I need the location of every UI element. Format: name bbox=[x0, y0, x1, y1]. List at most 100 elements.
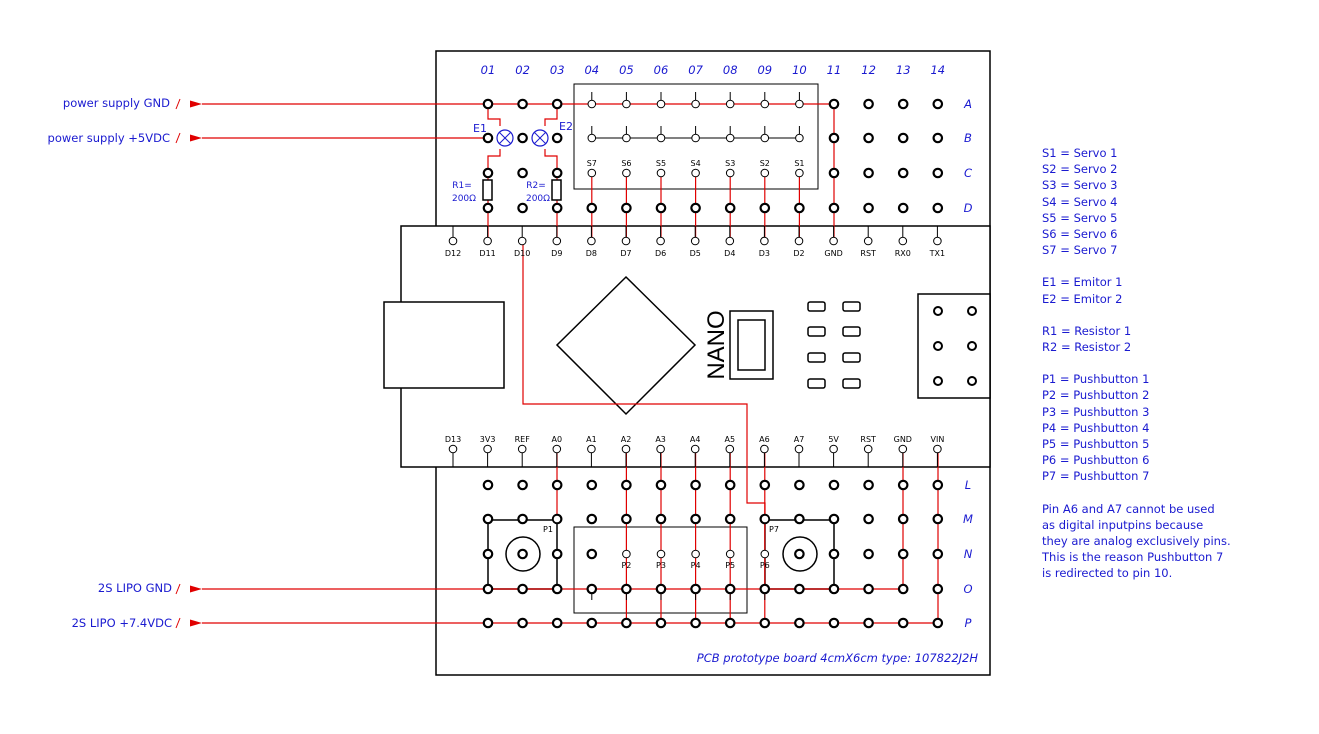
nano-bottom-pin-label: A1 bbox=[586, 435, 597, 444]
legend-pushbuttons: P1 = Pushbutton 1 P2 = Pushbutton 2 P3 =… bbox=[1042, 371, 1231, 484]
column-label: 10 bbox=[792, 63, 807, 77]
board-hole bbox=[863, 202, 874, 214]
board-hole bbox=[828, 479, 840, 491]
pushbutton-label: P5 bbox=[725, 561, 735, 570]
board-hole bbox=[897, 617, 909, 629]
row-label: B bbox=[964, 131, 972, 145]
nano-top-pin-label: D2 bbox=[793, 249, 804, 258]
board-hole bbox=[517, 617, 528, 629]
legend-item: S4 = Servo 4 bbox=[1042, 194, 1118, 209]
board-hole bbox=[897, 548, 909, 560]
servo-label: S6 bbox=[621, 159, 631, 168]
header-pin bbox=[691, 99, 700, 109]
nano-pin bbox=[725, 444, 735, 454]
board-hole bbox=[551, 583, 563, 595]
nano-top-pin-label: D12 bbox=[445, 249, 461, 258]
icsp-pin bbox=[933, 341, 943, 351]
board-hole bbox=[551, 98, 563, 110]
board-hole bbox=[482, 167, 494, 179]
board-hole bbox=[759, 479, 771, 491]
nano-pin bbox=[552, 236, 562, 246]
header-pin bbox=[587, 133, 597, 143]
nano-pin bbox=[517, 236, 527, 246]
nano-bottom-pin-label: A7 bbox=[794, 435, 805, 444]
board-caption: PCB prototype board 4cmX6cm type: 107822… bbox=[697, 651, 979, 665]
header-pin bbox=[725, 168, 735, 178]
nano-pin bbox=[863, 236, 873, 246]
legend-item: P6 = Pushbutton 6 bbox=[1042, 453, 1150, 468]
board-hole bbox=[655, 583, 667, 595]
board-hole bbox=[655, 202, 667, 214]
board-hole bbox=[724, 513, 736, 525]
header-pin bbox=[656, 549, 666, 559]
board-hole bbox=[897, 479, 909, 491]
board-hole bbox=[586, 617, 598, 629]
column-label: 09 bbox=[757, 63, 772, 77]
legend-item: S5 = Servo 5 bbox=[1042, 210, 1118, 225]
icsp-pin bbox=[933, 306, 943, 316]
board-hole bbox=[551, 617, 563, 629]
arrow-icon bbox=[190, 100, 202, 108]
header-pin bbox=[622, 168, 631, 178]
board-hole bbox=[482, 98, 494, 110]
wire-slash bbox=[175, 583, 181, 595]
nano-bottom-pin-label: GND bbox=[894, 435, 912, 444]
row-label: L bbox=[965, 478, 971, 492]
legend-item: S7 = Servo 7 bbox=[1042, 243, 1118, 258]
row-label: C bbox=[964, 166, 972, 180]
board-hole bbox=[724, 479, 736, 491]
board-hole bbox=[517, 583, 528, 595]
header-pin bbox=[656, 168, 666, 178]
board-hole bbox=[551, 479, 563, 491]
header-pin bbox=[725, 99, 735, 109]
header-pin bbox=[760, 99, 770, 109]
column-label: 14 bbox=[930, 63, 945, 77]
column-label: 03 bbox=[550, 63, 565, 77]
board-hole bbox=[794, 583, 805, 595]
board-hole bbox=[690, 479, 701, 491]
nano-bottom-pin-label: A6 bbox=[759, 435, 770, 444]
board-hole bbox=[482, 202, 494, 214]
nano-bottom-pin-label: A4 bbox=[690, 435, 701, 444]
board-hole bbox=[655, 479, 667, 491]
header-pin bbox=[760, 549, 770, 559]
board-hole bbox=[482, 548, 494, 560]
board-hole bbox=[690, 513, 701, 525]
row-label: O bbox=[963, 582, 972, 596]
nano-pin bbox=[794, 236, 804, 246]
pushbutton-label: P2 bbox=[621, 561, 631, 570]
row-label: N bbox=[964, 547, 973, 561]
nano-pin bbox=[552, 444, 562, 454]
board-hole bbox=[586, 583, 598, 595]
board-hole bbox=[517, 513, 528, 525]
nano-pin bbox=[898, 236, 908, 246]
row-label: D bbox=[964, 201, 973, 215]
board-hole bbox=[932, 132, 944, 144]
servo-label: S4 bbox=[691, 159, 701, 168]
board-hole bbox=[794, 617, 805, 629]
led bbox=[842, 378, 861, 389]
mcu-chip bbox=[555, 275, 697, 416]
board-hole bbox=[586, 202, 598, 214]
board-hole bbox=[828, 548, 840, 560]
board-hole bbox=[932, 202, 944, 214]
nano-bottom-pin-label: 3V3 bbox=[480, 435, 496, 444]
label-supply-5v: power supply +5VDC bbox=[48, 131, 170, 145]
column-label: 02 bbox=[515, 63, 530, 77]
board-hole bbox=[551, 167, 563, 179]
board-hole bbox=[621, 202, 632, 214]
legend-item: S2 = Servo 2 bbox=[1042, 162, 1118, 177]
emitter-e2-icon-cross bbox=[534, 132, 546, 144]
label-supply-gnd: power supply GND bbox=[63, 96, 170, 110]
board-hole bbox=[863, 98, 874, 110]
board-hole bbox=[897, 132, 909, 144]
board-hole bbox=[932, 513, 944, 525]
nano-pin bbox=[933, 444, 942, 454]
nano-bottom-pin-label: A5 bbox=[725, 435, 736, 444]
board-hole bbox=[759, 583, 771, 595]
nano-bottom-pin-label: REF bbox=[515, 435, 531, 444]
board-hole bbox=[897, 202, 909, 214]
resistor-r1-icon bbox=[482, 179, 493, 201]
solder-holes bbox=[448, 98, 944, 629]
servo-label: S2 bbox=[760, 159, 770, 168]
